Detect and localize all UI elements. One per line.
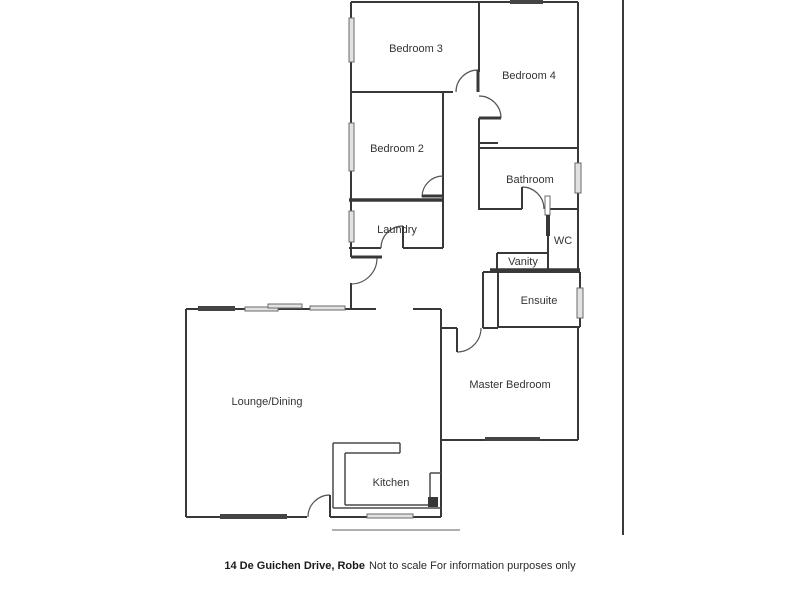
door-swing-arc <box>421 175 444 198</box>
room-label-bedroom-2: Bedroom 2 <box>370 143 424 155</box>
window-marker <box>198 306 235 311</box>
footer-address: 14 De Guichen Drive, Robe <box>224 560 365 572</box>
window-marker <box>576 287 584 319</box>
walls-layer <box>185 0 624 535</box>
room-label-lounge-dining: Lounge/Dining <box>232 396 303 408</box>
door-swing-arc <box>478 95 502 119</box>
room-label-bedroom-3: Bedroom 3 <box>389 43 443 55</box>
wc-door-jamb <box>544 195 551 216</box>
window-marker <box>244 306 279 312</box>
door-swing-arc <box>521 186 545 210</box>
room-label-laundry: Laundry <box>377 224 417 236</box>
window-marker <box>267 303 303 309</box>
window-marker <box>510 0 543 4</box>
windows-layer <box>198 0 584 519</box>
door-swing-arc <box>307 494 331 518</box>
labels-layer: Bedroom 3 Bedroom 4 Bedroom 2 BathroomLaund… <box>232 43 573 489</box>
window-marker <box>574 162 582 194</box>
room-label-vanity: Vanity <box>508 256 538 268</box>
wc-door-leaf <box>546 215 550 236</box>
door-swing-arc <box>350 257 378 285</box>
room-label-bathroom: Bathroom <box>506 174 554 186</box>
door-swing-arc <box>455 69 479 93</box>
footer-disclaimer: Not to scale For information purposes on… <box>368 560 576 572</box>
window-marker <box>220 514 287 519</box>
door-swing-arc <box>456 327 482 353</box>
window-marker <box>348 17 355 63</box>
room-label-bedroom-4: Bedroom 4 <box>502 70 556 82</box>
room-label-ensuite: Ensuite <box>521 295 558 307</box>
room-label-kitchen: Kitchen <box>373 477 410 489</box>
window-marker <box>366 513 414 519</box>
window-marker <box>348 122 355 172</box>
kitchen-corner-block <box>428 497 438 507</box>
door-swing-arc <box>380 225 404 249</box>
window-marker <box>309 305 346 311</box>
room-label-master-bedroom: Master Bedroom <box>469 379 550 391</box>
window-marker <box>485 437 540 441</box>
doors-layer <box>307 69 551 518</box>
room-label-wc: WC <box>554 235 572 247</box>
window-marker <box>348 210 355 243</box>
